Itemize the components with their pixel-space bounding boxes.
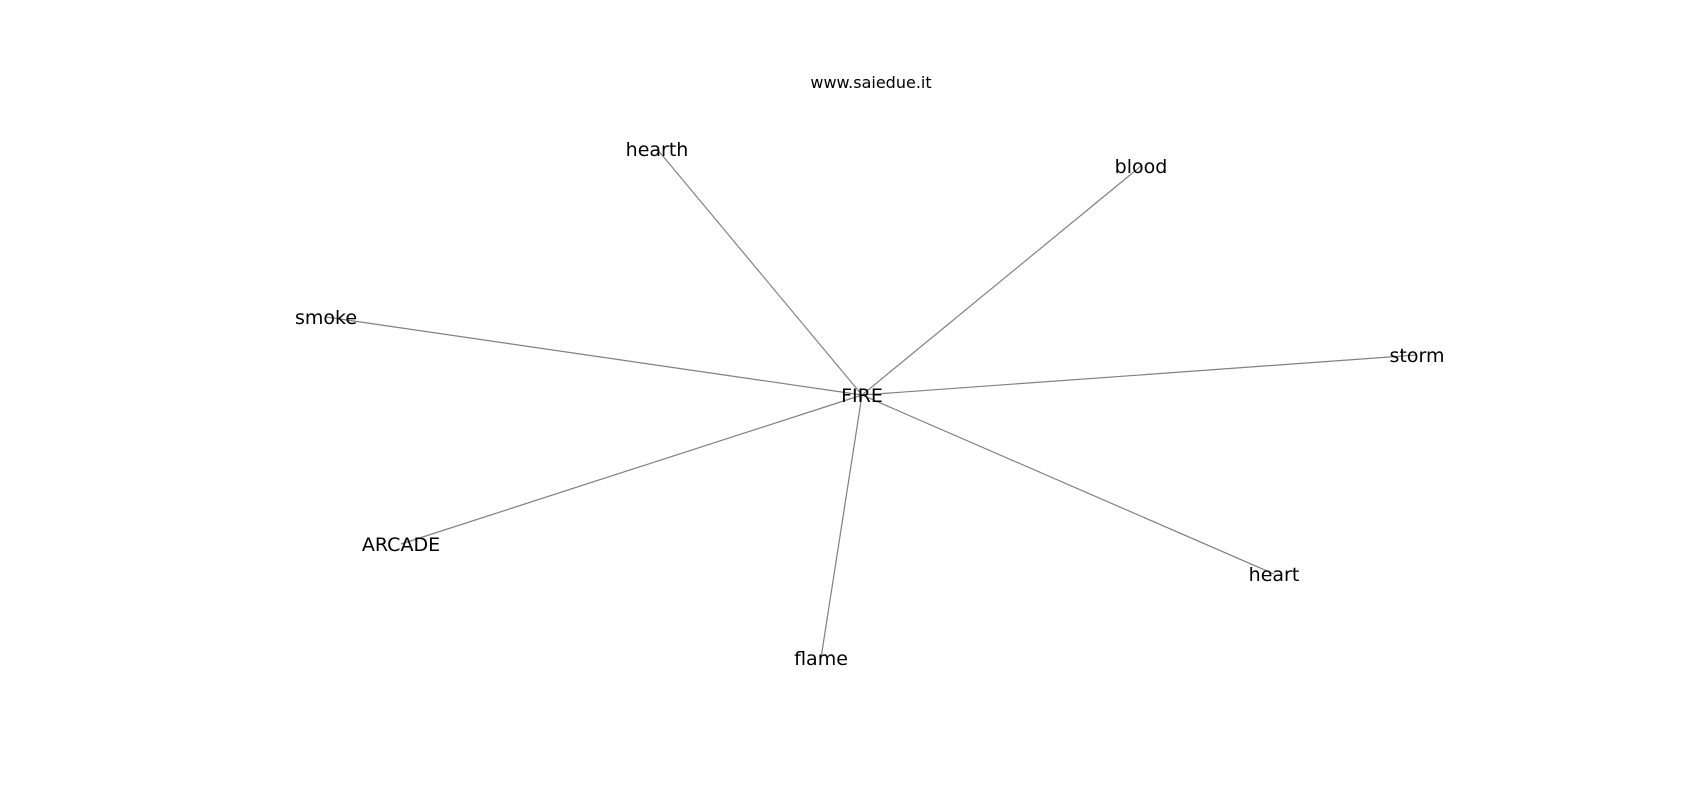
node-label-storm: storm xyxy=(1390,345,1445,367)
edge-fire-arcade xyxy=(400,394,863,545)
node-label-blood: blood xyxy=(1115,156,1168,178)
edges-group xyxy=(325,148,1418,659)
node-label-smoke: smoke xyxy=(295,307,357,329)
node-label-flame: flame xyxy=(794,648,848,670)
node-label-hearth: hearth xyxy=(626,139,689,161)
node-label-fire: FIRE xyxy=(841,385,883,407)
edge-fire-hearth xyxy=(656,148,863,396)
labels-group: www.saiedue.it FIRE hearth blood smoke storm… xyxy=(295,73,1445,670)
edge-fire-blood xyxy=(861,165,1142,396)
node-label-arcade: ARCADE xyxy=(362,534,440,556)
edge-fire-storm xyxy=(861,354,1418,396)
edge-fire-flame xyxy=(820,394,863,659)
node-label-heart: heart xyxy=(1249,564,1300,586)
site-watermark: www.saiedue.it xyxy=(810,73,931,92)
edge-fire-heart xyxy=(861,394,1275,575)
edge-fire-smoke xyxy=(325,316,863,396)
